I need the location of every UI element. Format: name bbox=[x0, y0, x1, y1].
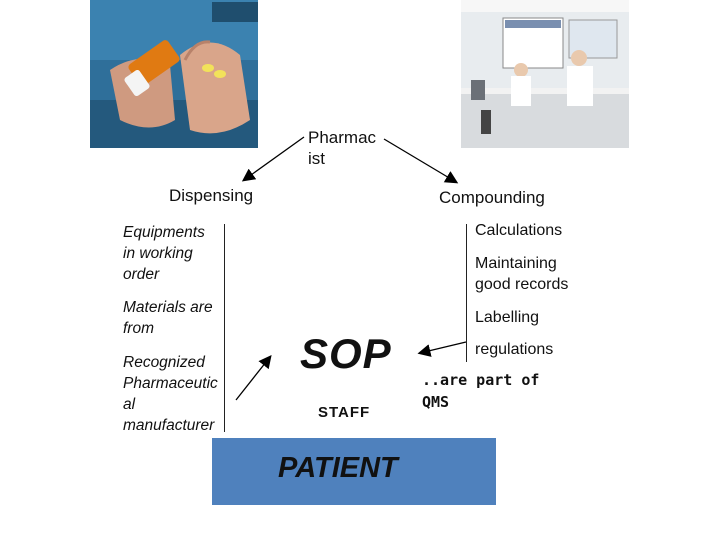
sop-label: SOP bbox=[300, 330, 392, 378]
compounding-heading: Compounding bbox=[439, 188, 545, 208]
right-item-regulations: regulations bbox=[475, 339, 553, 360]
arrow-to-dispensing bbox=[244, 137, 304, 180]
dispensing-heading: Dispensing bbox=[169, 186, 253, 206]
right-item-calculations: Calculations bbox=[475, 220, 562, 241]
right-divider-line bbox=[466, 224, 467, 362]
left-item-equipment: Equipments in working order bbox=[123, 222, 205, 285]
left-item-materials: Materials are from bbox=[123, 297, 213, 339]
arrow-to-sop-left bbox=[236, 357, 270, 400]
arrow-to-compounding bbox=[384, 139, 456, 182]
arrow-to-sop-right bbox=[420, 342, 466, 353]
right-item-labelling: Labelling bbox=[475, 307, 539, 328]
left-divider-line bbox=[224, 224, 225, 432]
pharmacist-label: Pharmac ist bbox=[308, 127, 376, 169]
left-item-manufacturer: Recognized Pharmaceutic al manufacturer bbox=[123, 352, 218, 436]
staff-label: STAFF bbox=[318, 404, 370, 421]
qms-note: ..are part of QMS bbox=[422, 369, 539, 413]
patient-label: PATIENT bbox=[278, 452, 398, 485]
right-item-records: Maintaining good records bbox=[475, 253, 568, 295]
